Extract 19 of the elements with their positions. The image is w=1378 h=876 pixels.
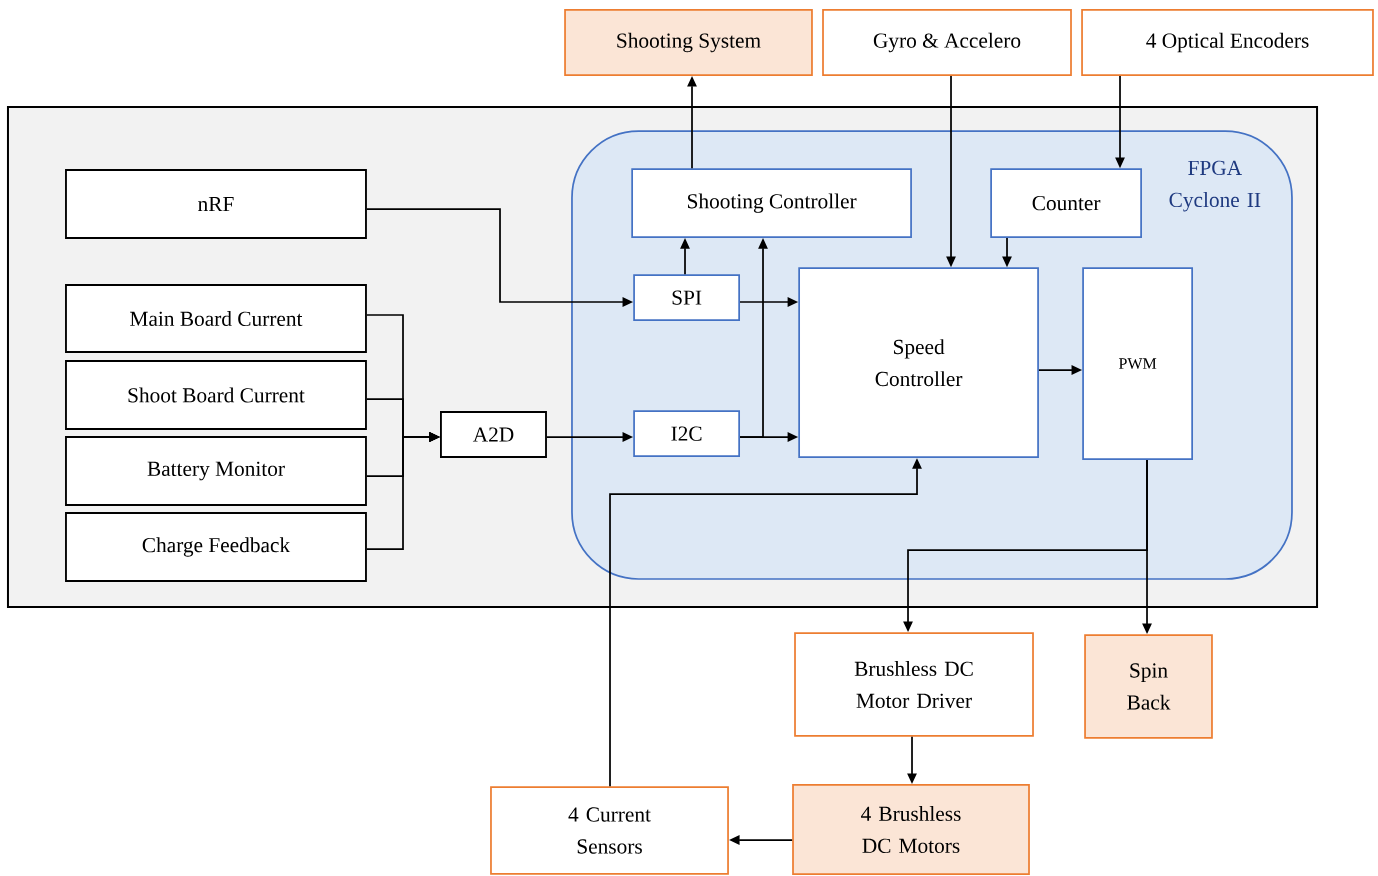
block-box: Main Board Current (65, 284, 367, 353)
block-box: I2C (633, 410, 740, 458)
block-box: Shooting Controller (631, 168, 912, 238)
block-box: Brushless DC Motor Driver (794, 632, 1034, 737)
block-box: Shooting System (564, 9, 813, 76)
block-box: nRF (65, 169, 367, 239)
block-box: A2D (440, 411, 547, 458)
block-box: Charge Feedback (65, 512, 367, 582)
block-box: Speed Controller (798, 267, 1039, 459)
block-box: Gyro & Accelero (822, 9, 1072, 76)
block-box: 4 Brushless DC Motors (792, 784, 1030, 875)
block-box: 4 Current Sensors (490, 786, 729, 875)
block-box: Battery Monitor (65, 436, 367, 506)
block-box: Spin Back (1084, 634, 1213, 739)
block-box: Counter (990, 168, 1142, 238)
block-box: SPI (633, 274, 740, 322)
block-box: 4 Optical Encoders (1081, 9, 1374, 76)
block-box: Shoot Board Current (65, 360, 367, 430)
block-box: PWM (1082, 267, 1193, 460)
